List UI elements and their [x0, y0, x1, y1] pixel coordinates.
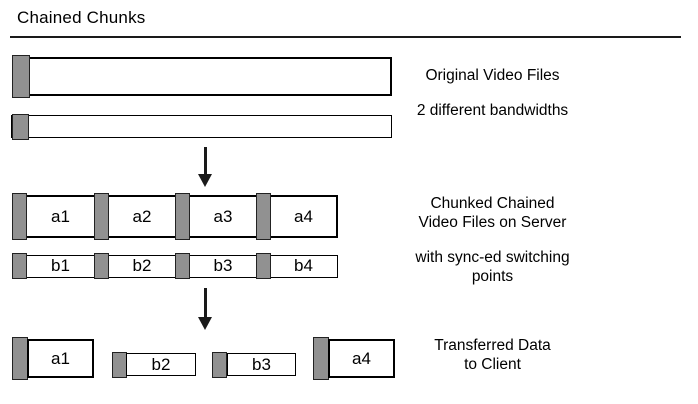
caption-client: Transferred Data to Client	[390, 336, 595, 374]
caption-original-video-files: Original Video Files	[425, 67, 560, 84]
chunk-label: a4	[294, 206, 313, 226]
original-bar-high-bandwidth	[13, 57, 392, 96]
diagram-title: Chained Chunks	[17, 8, 146, 27]
sync-point-block	[112, 352, 127, 378]
sync-point-block	[175, 193, 190, 240]
down-arrow-stem	[204, 288, 207, 318]
sync-point-block	[12, 55, 30, 98]
sync-point-block	[175, 253, 190, 279]
chunk-label: a1	[51, 206, 70, 226]
chunk-label: b1	[51, 255, 70, 275]
chunk-label: b4	[294, 255, 313, 275]
sync-point-block	[94, 253, 109, 279]
caption-2-different-bandwidths: 2 different bandwidths	[416, 102, 569, 119]
client-chunk: b2	[126, 353, 196, 376]
original-bar-low-bandwidth	[11, 115, 392, 138]
caption-server-line1: Chunked Chained	[430, 195, 555, 212]
chunk-label: b2	[132, 255, 152, 275]
caption-server: Chunked Chained Video Files on Server	[390, 194, 595, 232]
caption-client-line2: to Client	[464, 356, 521, 373]
sync-point-block	[256, 193, 271, 240]
caption-sync: with sync-ed switching points	[390, 248, 595, 286]
sync-point-block	[12, 337, 28, 380]
sync-point-block	[12, 193, 27, 240]
client-chunk: b3	[227, 353, 296, 376]
chunk-label: b3	[213, 255, 233, 275]
sync-point-block	[256, 253, 271, 279]
title-underline	[10, 36, 681, 38]
sync-point-block	[212, 352, 227, 378]
caption-sync-line1: with sync-ed switching	[415, 249, 570, 266]
sync-point-block	[12, 114, 29, 140]
chunk-label: a3	[213, 206, 233, 226]
sync-point-block	[94, 193, 109, 240]
sync-point-block	[12, 253, 27, 279]
down-arrow-stem	[204, 147, 207, 176]
client-chunk: a4	[328, 339, 395, 378]
sync-point-block	[313, 337, 329, 380]
chunk-label: a2	[132, 206, 152, 226]
down-arrow-icon	[198, 174, 212, 187]
down-arrow-icon	[198, 317, 212, 330]
caption-sync-line2: points	[471, 268, 514, 285]
client-chunk: a1	[27, 339, 94, 378]
caption-server-line2: Video Files on Server	[418, 214, 567, 231]
caption-client-line1: Transferred Data	[434, 337, 551, 354]
